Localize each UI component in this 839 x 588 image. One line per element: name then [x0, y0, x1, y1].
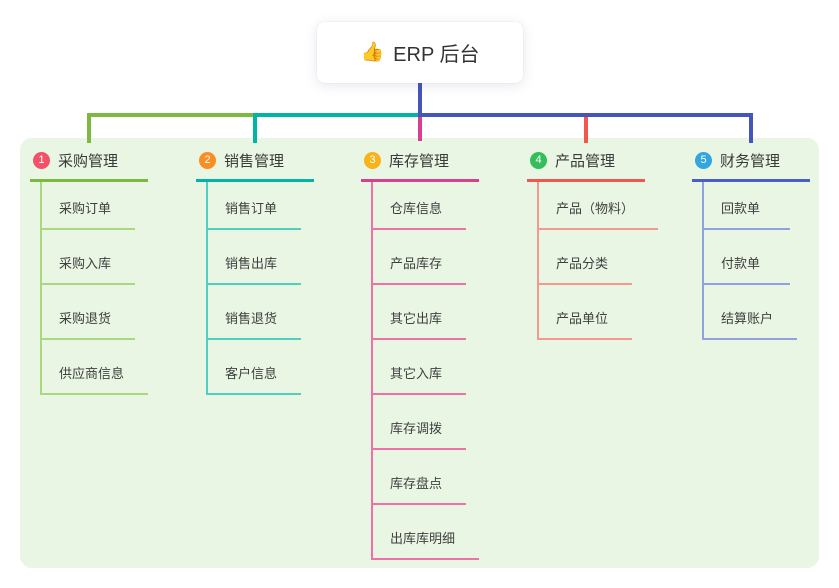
leaf-node-label: 库存盘点 — [390, 476, 443, 491]
branch-sales: 2 销售管理销售订单销售出库销售退货客户信息 — [196, 150, 356, 395]
leaf-node-label: 付款单 — [721, 256, 761, 271]
mindmap-leaf-node[interactable]: 库存调拨 — [373, 395, 467, 450]
leaf-node-label: 库存调拨 — [390, 421, 443, 436]
branch-number-badge: 2 — [199, 152, 216, 169]
branch-node-inventory[interactable]: 3 库存管理 — [361, 150, 479, 182]
leaf-node-label: 采购退货 — [59, 311, 112, 326]
branch-label: 产品管理 — [555, 153, 616, 170]
branch-node-sales[interactable]: 2 销售管理 — [196, 150, 314, 182]
leaf-node-label: 供应商信息 — [59, 366, 125, 381]
mindmap-leaf-node[interactable]: 仓库信息 — [373, 182, 467, 230]
mindmap-leaf-node[interactable]: 采购退货 — [42, 285, 136, 340]
mindmap-leaf-node[interactable]: 产品库存 — [373, 230, 467, 285]
mindmap-leaf-node[interactable]: 销售出库 — [208, 230, 302, 285]
leaf-node-label: 产品库存 — [390, 256, 443, 271]
mindmap-leaf-node[interactable]: 产品（物料） — [539, 182, 659, 230]
mindmap-leaf-node[interactable]: 采购入库 — [42, 230, 136, 285]
branch-purchase: 1 采购管理采购订单采购入库采购退货供应商信息 — [30, 150, 190, 395]
mindmap-leaf-node[interactable]: 产品单位 — [539, 285, 633, 340]
mindmap-leaf-node[interactable]: 采购订单 — [42, 182, 136, 230]
leaf-node-label: 产品（物料） — [556, 201, 635, 216]
thumbs-up-icon: 👍 — [360, 42, 385, 63]
leaf-node-label: 客户信息 — [225, 366, 278, 381]
branch-item-list: 仓库信息产品库存其它出库其它入库库存调拨库存盘点出库库明细 — [371, 182, 521, 560]
mindmap-leaf-node[interactable]: 其它入库 — [373, 340, 467, 395]
branch-number-badge: 3 — [364, 152, 381, 169]
mindmap-leaf-node[interactable]: 供应商信息 — [42, 340, 149, 395]
leaf-node-label: 产品分类 — [556, 256, 609, 271]
leaf-node-label: 采购订单 — [59, 201, 112, 216]
root-node-label: ERP 后台 — [393, 44, 480, 66]
branches-panel — [20, 138, 819, 568]
mindmap-leaf-node[interactable]: 其它出库 — [373, 285, 467, 340]
leaf-node-label: 采购入库 — [59, 256, 112, 271]
branch-label: 采购管理 — [58, 153, 119, 170]
branch-finance: 5 财务管理回款单付款单结算账户 — [692, 150, 839, 340]
leaf-node-label: 出库库明细 — [390, 531, 456, 546]
mindmap-leaf-node[interactable]: 产品分类 — [539, 230, 633, 285]
branch-item-list: 产品（物料） 产品分类产品单位 — [537, 182, 687, 340]
mindmap-leaf-node[interactable]: 结算账户 — [704, 285, 798, 340]
leaf-node-label: 结算账户 — [721, 311, 774, 326]
mindmap-leaf-node[interactable]: 库存盘点 — [373, 450, 467, 505]
leaf-node-label: 销售退货 — [225, 311, 278, 326]
branch-number-badge: 4 — [530, 152, 547, 169]
leaf-node-label: 其它出库 — [390, 311, 443, 326]
branch-product: 4 产品管理产品（物料） 产品分类产品单位 — [527, 150, 687, 340]
leaf-node-label: 其它入库 — [390, 366, 443, 381]
leaf-node-label: 回款单 — [721, 201, 761, 216]
branch-item-list: 销售订单销售出库销售退货客户信息 — [206, 182, 356, 395]
mindmap-leaf-node[interactable]: 销售订单 — [208, 182, 302, 230]
branch-node-product[interactable]: 4 产品管理 — [527, 150, 645, 182]
branch-inventory: 3 库存管理仓库信息产品库存其它出库其它入库库存调拨库存盘点出库库明细 — [361, 150, 521, 560]
branch-label: 财务管理 — [720, 153, 781, 170]
root-connector-line — [418, 83, 753, 143]
mindmap-leaf-node[interactable]: 销售退货 — [208, 285, 302, 340]
mindmap-leaf-node[interactable]: 回款单 — [704, 182, 790, 230]
mindmap-leaf-node[interactable]: 客户信息 — [208, 340, 302, 395]
leaf-node-label: 仓库信息 — [390, 201, 443, 216]
branch-number-badge: 5 — [695, 152, 712, 169]
root-node[interactable]: 👍 ERP 后台 — [317, 22, 523, 83]
branch-label: 库存管理 — [389, 153, 450, 170]
branch-item-list: 采购订单采购入库采购退货供应商信息 — [40, 182, 190, 395]
leaf-node-label: 销售订单 — [225, 201, 278, 216]
branch-item-list: 回款单付款单结算账户 — [702, 182, 839, 340]
mindmap-leaf-node[interactable]: 出库库明细 — [373, 505, 480, 560]
mindmap-leaf-node[interactable]: 付款单 — [704, 230, 790, 285]
leaf-node-label: 销售出库 — [225, 256, 278, 271]
branch-label: 销售管理 — [224, 153, 285, 170]
branch-node-purchase[interactable]: 1 采购管理 — [30, 150, 148, 182]
branch-number-badge: 1 — [33, 152, 50, 169]
leaf-node-label: 产品单位 — [556, 311, 609, 326]
branch-node-finance[interactable]: 5 财务管理 — [692, 150, 810, 182]
